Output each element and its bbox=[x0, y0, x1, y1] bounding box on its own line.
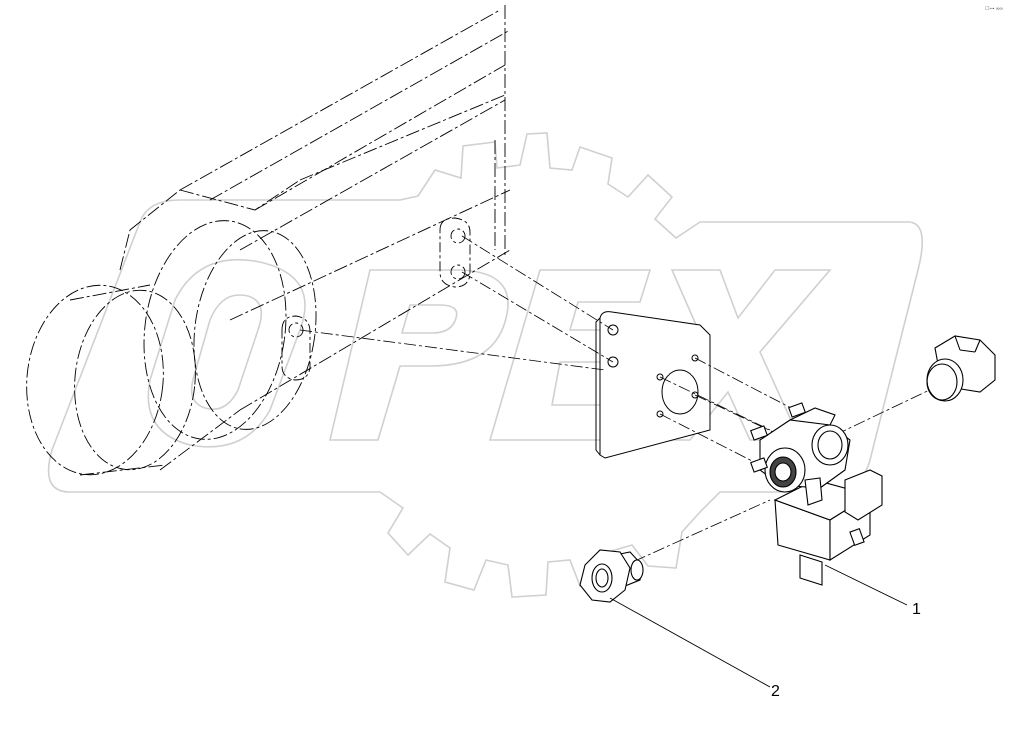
watermark-letter-o bbox=[147, 258, 306, 448]
callout-1-label: 1 bbox=[912, 601, 921, 618]
callout-leaders bbox=[609, 564, 908, 688]
bracket-plate bbox=[595, 311, 711, 459]
watermark-letter-p bbox=[328, 269, 509, 441]
corner-mark: ☐⊶ ∞∞ bbox=[985, 6, 1003, 12]
watermark-gear bbox=[47, 132, 924, 598]
callout-2-label: 2 bbox=[771, 683, 780, 700]
tube-mounting-tabs bbox=[281, 217, 471, 381]
axle-tube-phantom bbox=[26, 5, 511, 476]
solenoid-valve bbox=[750, 402, 883, 586]
plug-fitting bbox=[926, 335, 996, 402]
reducing-nipple bbox=[579, 549, 644, 603]
